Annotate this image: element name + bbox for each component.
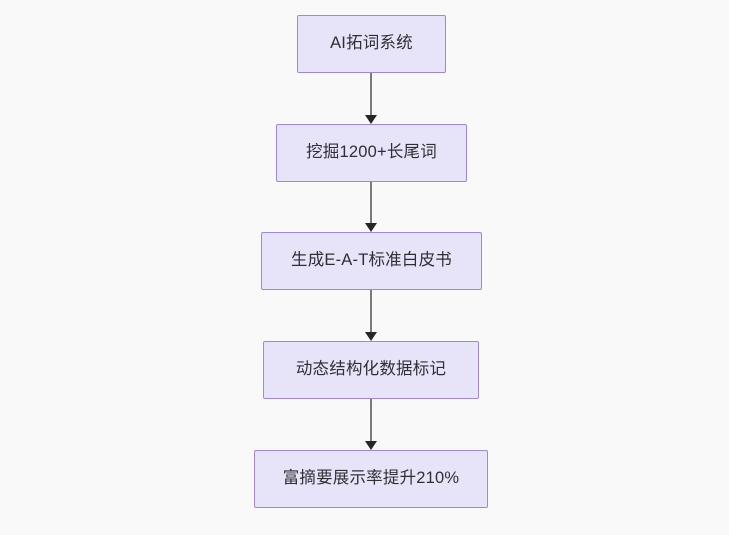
edge-line	[370, 182, 372, 223]
node-label: 生成E-A-T标准白皮书	[291, 251, 452, 270]
edge-line	[370, 290, 372, 332]
node-label: 动态结构化数据标记	[295, 360, 447, 379]
node-label: 富摘要展示率提升210%	[282, 469, 460, 488]
flowchart-node-mine-longtail-keywords[interactable]: 挖掘1200+长尾词	[276, 124, 467, 182]
arrowhead-icon	[365, 441, 377, 450]
arrowhead-icon	[365, 223, 377, 232]
flowchart-node-generate-eat-whitepaper[interactable]: 生成E-A-T标准白皮书	[261, 232, 482, 290]
arrowhead-icon	[365, 332, 377, 341]
arrowhead-icon	[365, 115, 377, 124]
edge-line	[370, 399, 372, 441]
flowchart-node-rich-snippet-impression-lift[interactable]: 富摘要展示率提升210%	[254, 450, 488, 508]
flowchart-node-ai-keyword-system[interactable]: AI拓词系统	[297, 15, 446, 73]
node-label: 挖掘1200+长尾词	[306, 143, 437, 162]
node-label: AI拓词系统	[330, 34, 413, 53]
flowchart-node-dynamic-structured-data-markup[interactable]: 动态结构化数据标记	[263, 341, 479, 399]
edge-line	[370, 73, 372, 115]
